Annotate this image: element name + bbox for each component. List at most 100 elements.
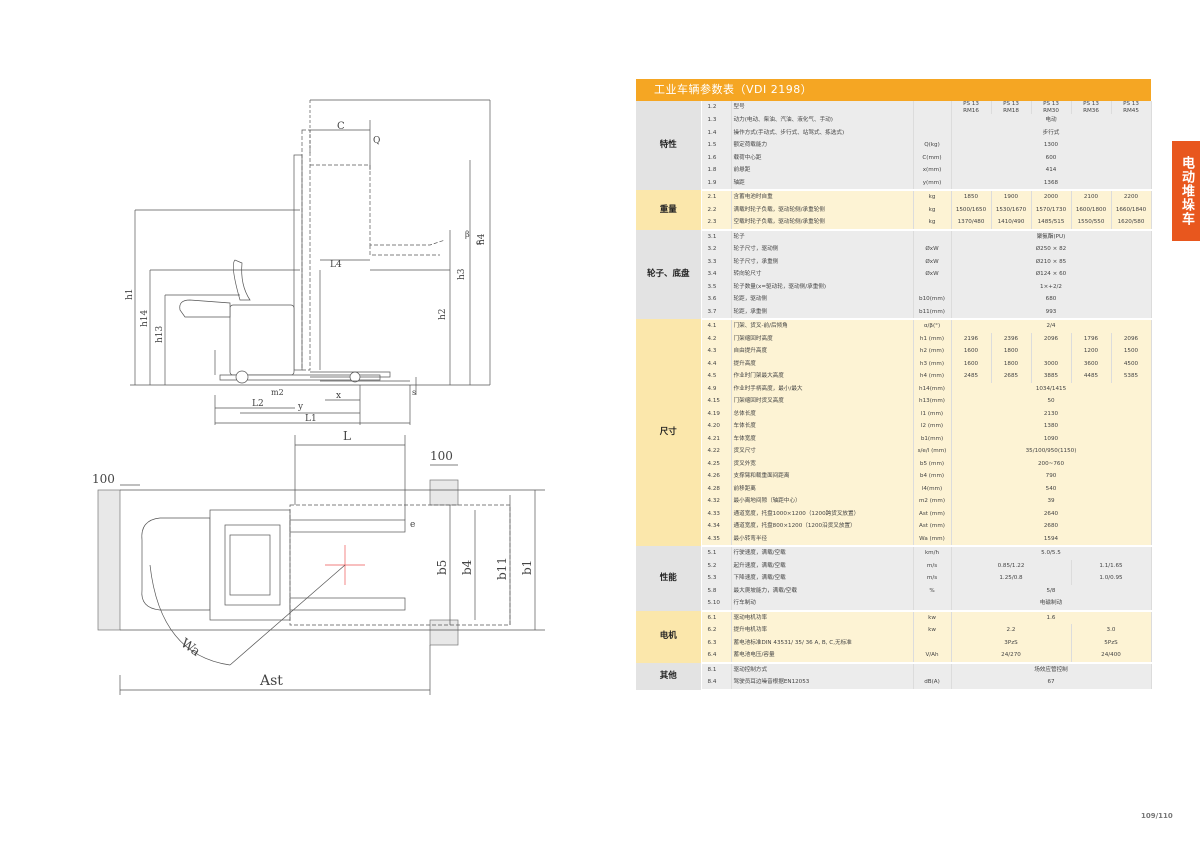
label-Ast: Ast (259, 673, 283, 689)
row-code: 4.2 (701, 332, 732, 345)
value-cell: 3600 (1071, 357, 1112, 370)
row-code: 5.1 (701, 546, 732, 560)
row-item: 空载时轮子负载，驱动轮侧/承重轮侧 (731, 216, 914, 231)
label-h13: h13 (155, 325, 165, 343)
value-cell: 3000 (1031, 357, 1072, 370)
group-label: 尺寸 (636, 319, 702, 546)
row-code: 4.28 (701, 482, 732, 495)
row-unit: m/s (913, 559, 952, 572)
row-unit: l1 (mm) (913, 407, 952, 420)
value-cell: 1.6 (951, 610, 1152, 624)
value-cell: 414 (951, 164, 1152, 177)
model-name-line: PS 13 (963, 101, 979, 107)
label-m2: m2 (271, 388, 284, 397)
value-cell: 2.2 (951, 624, 1072, 637)
row-unit: h1 (mm) (913, 332, 952, 345)
label-x: x (336, 391, 341, 401)
row-item: 门架缩回时货叉高度 (731, 395, 914, 408)
row-code: 5.10 (701, 597, 732, 612)
value-cell: 790 (951, 470, 1152, 483)
row-code: 1.8 (701, 164, 732, 177)
row-item: 操作方式(手动式、步行式、站驾式、拣选式) (731, 126, 914, 139)
row-item: 提升电机功率 (731, 624, 914, 637)
row-code: 2.1 (701, 190, 732, 204)
row-item: 起升速度，满载/空载 (731, 559, 914, 572)
category-tab: 电动堆垛车 (1172, 141, 1200, 241)
value-cell: 200~760 (951, 457, 1152, 470)
value-cell: 1796 (1071, 332, 1112, 345)
row-unit: ØxW (913, 243, 952, 256)
row-code: 4.32 (701, 495, 732, 508)
row-code: 4.22 (701, 445, 732, 458)
row-code: 8.1 (701, 662, 732, 676)
row-code: 5.3 (701, 572, 732, 585)
value-cell: 0.85/1.22 (951, 559, 1072, 572)
row-item: 含蓄电池时自重 (731, 190, 914, 204)
label-L2: L2 (252, 399, 264, 409)
model-name-line: PS 13 (1003, 101, 1019, 107)
row-item: 驱动电机功率 (731, 610, 914, 624)
row-code: 4.5 (701, 370, 732, 383)
side-view: C Q h4 h3 h2 h1 h14 h13 L4 β α m2 L2 y x… (125, 99, 491, 425)
value-cell: 1530/1670 (991, 203, 1032, 216)
value-cell: 5PzS (1071, 636, 1152, 649)
row-item: 最小转弯半径 (731, 532, 914, 547)
group-label: 轮子、底盘 (636, 229, 702, 319)
value-cell: 1800 (991, 345, 1032, 358)
label-L1: L1 (305, 414, 317, 424)
page-number: 109/110 (1141, 812, 1173, 820)
label-b4: b4 (460, 559, 474, 575)
group-label: 其他 (636, 662, 702, 690)
value-cell: 540 (951, 482, 1152, 495)
value-cell: 600 (951, 151, 1152, 164)
model-name-line: PS 13 (1123, 101, 1139, 107)
row-unit: y(mm) (913, 176, 952, 191)
row-code: 4.21 (701, 432, 732, 445)
value-cell: 50 (951, 395, 1152, 408)
row-unit: x(mm) (913, 164, 952, 177)
value-cell: 1410/490 (991, 216, 1032, 231)
value-cell: 1.25/0.8 (951, 572, 1072, 585)
row-item: 车体宽度 (731, 432, 914, 445)
value-cell: 1850 (951, 190, 992, 204)
row-unit (913, 101, 952, 114)
row-unit: h3 (mm) (913, 357, 952, 370)
row-unit: kg (913, 190, 952, 204)
label-C: C (337, 121, 345, 132)
row-unit (913, 636, 952, 649)
value-cell: 1370/480 (951, 216, 992, 231)
label-Q: Q (373, 136, 380, 146)
row-item: 货叉外宽 (731, 457, 914, 470)
value-cell: 2485 (951, 370, 992, 383)
row-code: 4.35 (701, 532, 732, 547)
row-code: 1.5 (701, 139, 732, 152)
value-cell: Ø124 × 60 (951, 268, 1152, 281)
row-unit: l4(mm) (913, 482, 952, 495)
value-cell: 1500/1650 (951, 203, 992, 216)
value-cell: 1620/580 (1111, 216, 1152, 231)
value-cell: 5385 (1111, 370, 1152, 383)
label-L4: L4 (330, 260, 342, 270)
row-code: 5.8 (701, 584, 732, 597)
label-h3: h3 (457, 268, 467, 280)
value-cell: 2640 (951, 507, 1152, 520)
